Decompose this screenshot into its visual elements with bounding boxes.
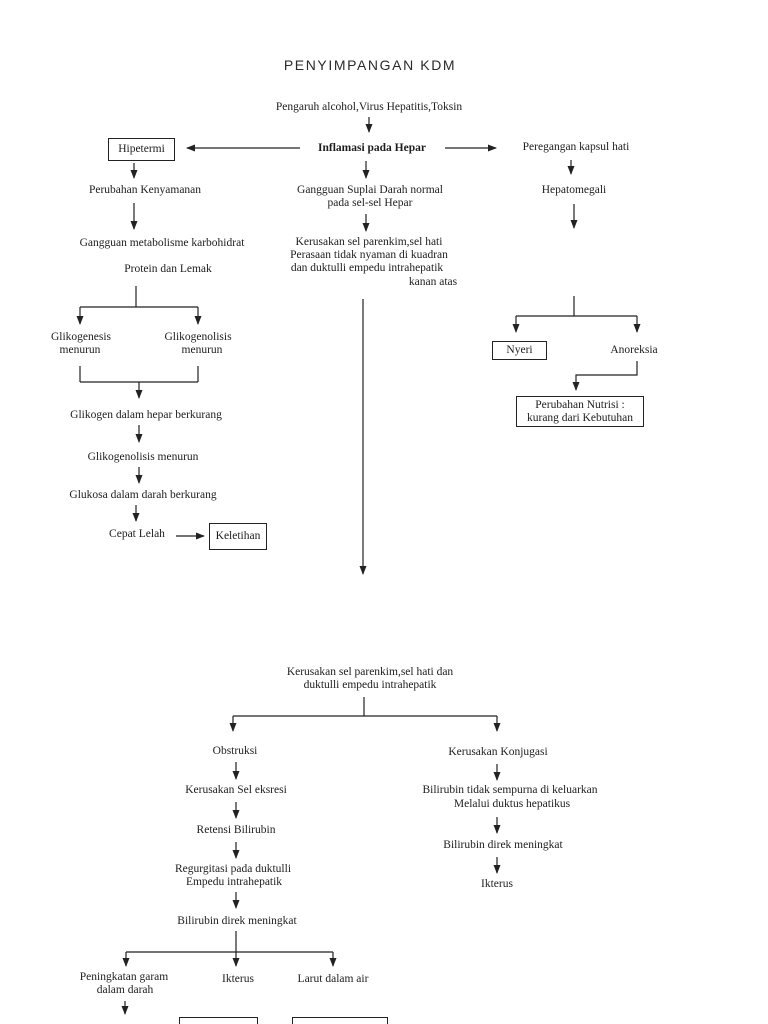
node-glikogen-hepar: Glikogen dalam hepar berkurang: [70, 409, 222, 421]
node-bilirubin-direk-left: Bilirubin direk meningkat: [177, 915, 297, 927]
node-hub-line1: Kerusakan sel parenkim,sel hati dan: [286, 666, 454, 678]
node-peningkatan-garam-line1: Peningkatan garam: [79, 971, 169, 983]
node-glikogenolisis-line2: menurun: [181, 344, 223, 356]
node-nyeri-box: Nyeri: [492, 341, 547, 360]
connector-segments: [79, 286, 637, 953]
node-nyeri-label: Nyeri: [506, 344, 533, 356]
node-gangguan-suplai-line1: Gangguan Suplai Darah normal: [297, 184, 443, 196]
node-gangguan-metabolisme-line2: Protein dan Lemak: [124, 263, 212, 275]
node-glikogenolisis-menurun: Glikogenolisis menurun: [87, 451, 199, 463]
node-perubahan-nutrisi-line1: Perubahan Nutrisi :: [535, 398, 625, 411]
node-larut-dalam-air: Larut dalam air: [297, 973, 369, 985]
node-hepatomegali: Hepatomegali: [541, 184, 607, 196]
node-peregangan: Peregangan kapsul hati: [522, 141, 630, 153]
node-regurgitasi-line1: Regurgitasi pada duktulli: [174, 863, 292, 875]
node-kanan-atas: kanan atas: [408, 276, 458, 288]
node-regurgitasi-line2: Empedu intrahepatik: [185, 876, 283, 888]
node-gangguan-metabolisme-line1: Gangguan metabolisme karbohidrat: [79, 237, 245, 249]
node-glikogenolisis-line1: Glikogenolisis: [164, 331, 232, 343]
arrow-anoreksia-to-nutrisi: [572, 361, 638, 391]
node-perubahan-nutrisi-box: Perubahan Nutrisi : kurang dari Kebutuha…: [516, 396, 644, 427]
node-ikterus-bottom: Ikterus: [222, 973, 254, 985]
node-inflamasi: Inflamasi pada Hepar: [318, 142, 426, 154]
node-bilirubin-direk-right: Bilirubin direk meningkat: [443, 839, 563, 851]
node-kerusakan-line1: Kerusakan sel parenkim,sel hati: [295, 236, 443, 248]
node-gangguan-suplai-line2: pada sel-sel Hepar: [327, 197, 413, 209]
node-peningkatan-garam-line2: dalam darah: [96, 984, 154, 996]
node-cepat-lelah: Cepat Lelah: [109, 528, 165, 540]
node-glikogenesis-line2: menurun: [59, 344, 101, 356]
node-bottom-left-box: [179, 1017, 258, 1024]
node-ikterus-right: Ikterus: [481, 878, 513, 890]
node-glukosa: Glukosa dalam darah berkurang: [69, 489, 217, 501]
node-perubahan-kenyamanan: Perubahan Kenyamanan: [88, 184, 202, 196]
node-perubahan-nutrisi-line2: kurang dari Kebutuhan: [526, 411, 634, 424]
node-kerusakan-line3: dan duktulli empedu intrahepatik: [290, 262, 444, 274]
node-glikogenesis-line1: Glikogenesis: [50, 331, 112, 343]
node-hub-line2: duktulli empedu intrahepatik: [303, 679, 437, 691]
node-bilirubin-tidak-line1: Bilirubin tidak sempurna di keluarkan: [422, 784, 598, 796]
node-retensi-bilirubin: Retensi Bilirubin: [196, 824, 276, 836]
node-cause: Pengaruh alcohol,Virus Hepatitis,Toksin: [275, 101, 463, 113]
node-obstruksi: Obstruksi: [212, 745, 258, 757]
node-kerusakan-line2: Perasaan tidak nyaman di kuadran: [290, 249, 448, 261]
node-kerusakan-sel-eksresi: Kerusakan Sel eksresi: [185, 784, 287, 796]
node-keletihan-box: Keletihan: [209, 523, 267, 550]
node-hipetermi-box: Hipetermi: [108, 138, 175, 161]
node-anoreksia: Anoreksia: [610, 344, 658, 356]
node-bilirubin-tidak-line2: Melalui duktus hepatikus: [453, 798, 571, 810]
node-kerusakan-konjugasi: Kerusakan Konjugasi: [448, 746, 548, 758]
node-bottom-right-box: [292, 1017, 388, 1024]
page-title: PENYIMPANGAN KDM: [283, 57, 457, 73]
node-hipetermi-label: Hipetermi: [118, 143, 165, 155]
node-keletihan-label: Keletihan: [215, 530, 261, 542]
